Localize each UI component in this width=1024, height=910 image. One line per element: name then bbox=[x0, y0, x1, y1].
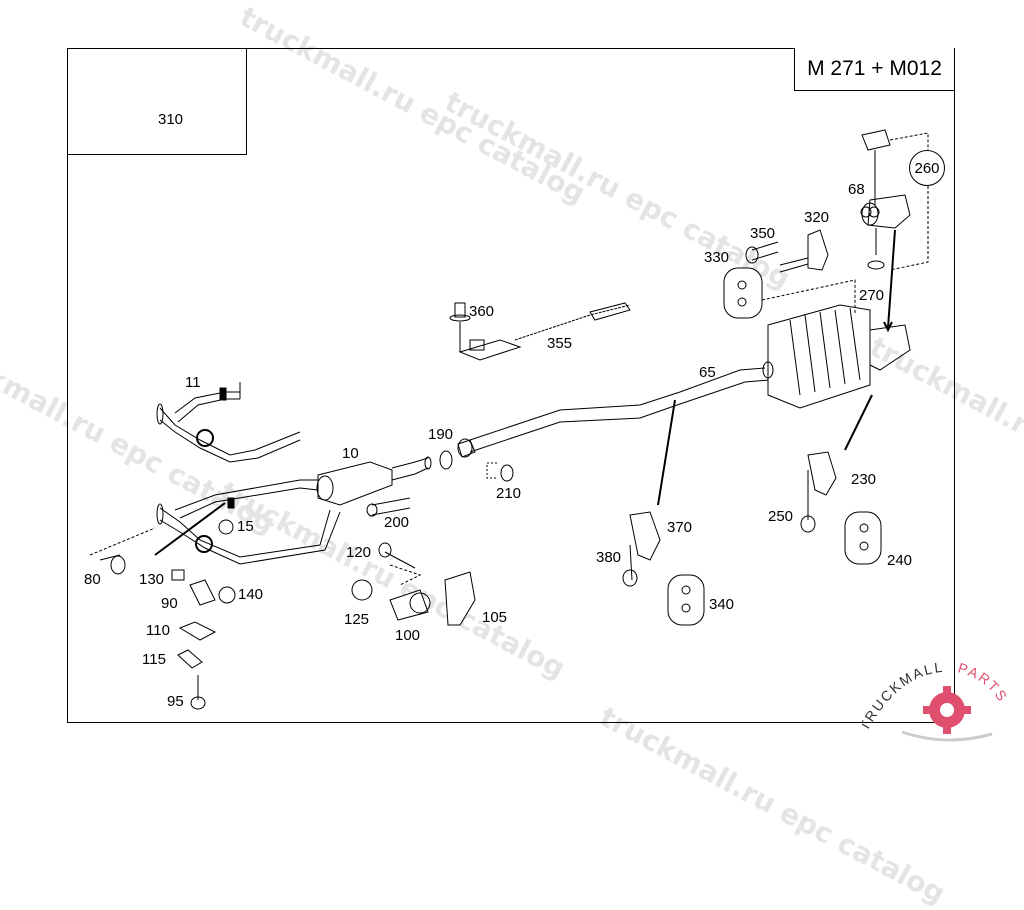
part-label-90[interactable]: 90 bbox=[161, 595, 178, 612]
seal-ring-190[interactable] bbox=[439, 450, 453, 470]
part-label-310[interactable]: 310 bbox=[158, 111, 184, 128]
part-label-10[interactable]: 10 bbox=[342, 445, 359, 462]
part-label-250[interactable]: 250 bbox=[768, 508, 794, 525]
svg-text:TRUCKMALL: TRUCKMALL bbox=[862, 659, 945, 734]
clip[interactable] bbox=[861, 129, 891, 151]
truckmallparts-logo: TRUCKMALL PARTS bbox=[862, 659, 1011, 742]
tailpipe-trim-68[interactable] bbox=[867, 194, 911, 229]
front-pipe-11[interactable] bbox=[156, 382, 301, 463]
part-label-110[interactable]: 110 bbox=[146, 622, 170, 639]
diagram-frame bbox=[67, 48, 955, 723]
part-label-330[interactable]: 330 bbox=[704, 249, 730, 266]
part-label-230[interactable]: 230 bbox=[851, 471, 877, 488]
logo-text-right: PARTS bbox=[956, 659, 1009, 705]
arrow bbox=[154, 502, 226, 556]
bracket-105[interactable] bbox=[444, 571, 476, 626]
part-label-68[interactable]: 68 bbox=[848, 181, 865, 198]
rubber-mount-330[interactable] bbox=[723, 267, 763, 319]
rubber-mount-100[interactable] bbox=[389, 589, 429, 621]
part-label-370[interactable]: 340 bbox=[709, 596, 735, 613]
part-label-380[interactable]: 380 bbox=[596, 549, 622, 566]
part-label-190[interactable]: 190 bbox=[428, 426, 454, 443]
part-label-125[interactable]: 125 bbox=[344, 611, 370, 628]
gear-icon bbox=[923, 686, 971, 734]
rubber-mount-370[interactable] bbox=[667, 574, 705, 626]
bracket-90[interactable] bbox=[189, 579, 216, 606]
part-label-65[interactable]: 65 bbox=[699, 364, 716, 381]
part-label-200[interactable]: 200 bbox=[384, 514, 410, 531]
part-label-260[interactable]: 260 bbox=[909, 150, 945, 186]
svg-text:PARTS: PARTS bbox=[956, 659, 1011, 705]
nut-210[interactable] bbox=[500, 464, 514, 482]
part-label-210[interactable]: 210 bbox=[496, 485, 522, 502]
part-label-115[interactable]: 115 bbox=[142, 651, 166, 668]
arrow bbox=[844, 394, 873, 451]
inset-panel bbox=[67, 48, 247, 155]
intermediate-pipe-65[interactable] bbox=[457, 367, 771, 458]
part-label-360[interactable]: 370 bbox=[667, 519, 693, 536]
part-label-15[interactable]: 15 bbox=[237, 518, 254, 535]
part-label-355[interactable]: 360 bbox=[469, 303, 495, 320]
part-label-240[interactable]: 240 bbox=[887, 552, 913, 569]
bolt-380[interactable] bbox=[629, 544, 633, 581]
part-label-270[interactable]: 270 bbox=[859, 287, 885, 304]
exhaust-system-drawing bbox=[89, 69, 929, 710]
part-label-140[interactable]: 140 bbox=[238, 586, 264, 603]
model-title: M 271 + M012 bbox=[794, 48, 955, 91]
part-label-320[interactable]: 320 bbox=[804, 209, 830, 226]
part-label-95[interactable]: 95 bbox=[167, 693, 184, 710]
part-label-11[interactable]: 11 bbox=[185, 374, 201, 391]
clamp-115[interactable] bbox=[177, 649, 203, 669]
nut-140[interactable] bbox=[218, 586, 236, 604]
bracket-360[interactable] bbox=[629, 511, 661, 561]
rear-muffler[interactable] bbox=[762, 304, 911, 409]
arrow bbox=[657, 399, 676, 506]
oxygen-sensor-350[interactable] bbox=[449, 302, 631, 361]
rubber-mount-240[interactable] bbox=[844, 511, 882, 565]
part-label-340[interactable]: 350 bbox=[750, 225, 776, 242]
part-label-350[interactable]: 355 bbox=[547, 335, 573, 352]
logo-text-left: TRUCKMALL bbox=[862, 659, 943, 734]
clip-130[interactable] bbox=[171, 569, 185, 581]
bracket-320[interactable] bbox=[807, 229, 829, 271]
part-label-130[interactable]: 130 bbox=[139, 571, 165, 588]
part-label-100[interactable]: 100 bbox=[395, 627, 421, 644]
bolt-340[interactable] bbox=[751, 241, 779, 261]
part-label-80[interactable]: 80 bbox=[84, 571, 101, 588]
catalytic-converter-10[interactable] bbox=[156, 456, 432, 565]
clamp-110[interactable] bbox=[178, 621, 217, 641]
bolt-200[interactable] bbox=[371, 497, 411, 516]
rubber-buffer-125[interactable] bbox=[351, 579, 373, 601]
part-label-105[interactable]: 105 bbox=[482, 609, 508, 626]
bracket-230[interactable] bbox=[807, 451, 837, 496]
part-label-120[interactable]: 120 bbox=[346, 544, 372, 561]
